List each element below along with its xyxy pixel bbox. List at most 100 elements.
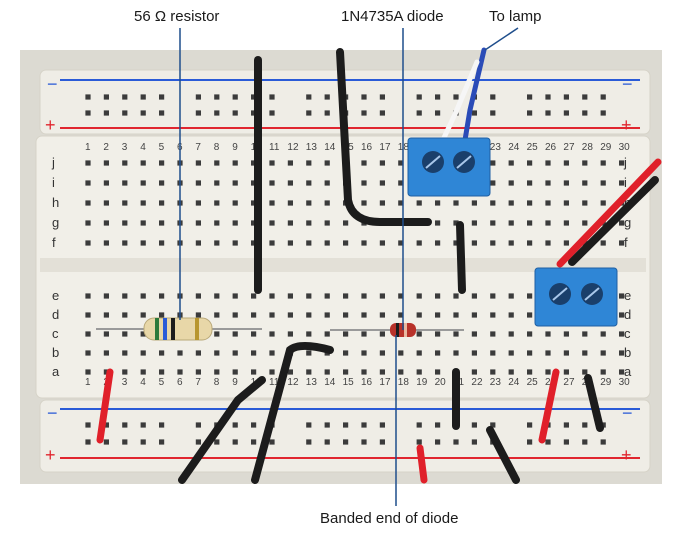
breadboard-hole — [287, 160, 293, 166]
breadboard-hole — [140, 293, 146, 299]
breadboard-hole — [214, 369, 220, 375]
row-letter: f — [624, 235, 628, 250]
breadboard-hole — [232, 160, 238, 166]
breadboard-hole — [490, 369, 496, 375]
breadboard-hole — [214, 240, 220, 246]
breadboard-hole — [527, 240, 533, 246]
breadboard-hole — [527, 331, 533, 337]
breadboard-hole — [251, 240, 257, 246]
breadboard-hole — [103, 94, 109, 100]
breadboard-hole — [563, 350, 569, 356]
breadboard-hole — [508, 240, 514, 246]
breadboard-hole — [490, 240, 496, 246]
breadboard-hole — [527, 200, 533, 206]
row-letter: f — [52, 235, 56, 250]
breadboard-hole — [214, 439, 220, 445]
breadboard-hole — [122, 439, 128, 445]
breadboard-hole — [619, 369, 625, 375]
breadboard-hole — [508, 350, 514, 356]
column-number: 11 — [269, 377, 280, 388]
breadboard-hole — [490, 160, 496, 166]
breadboard-hole — [490, 180, 496, 186]
breadboard-hole — [398, 240, 404, 246]
breadboard-hole — [600, 94, 606, 100]
breadboard-hole — [269, 180, 275, 186]
breadboard-hole — [600, 350, 606, 356]
breadboard-hole — [195, 369, 201, 375]
breadboard-hole — [159, 312, 165, 318]
breadboard-hole — [159, 439, 165, 445]
breadboard-hole — [85, 369, 91, 375]
breadboard-hole — [324, 94, 330, 100]
breadboard-hole — [122, 200, 128, 206]
breadboard-hole — [324, 312, 330, 318]
row-letter: c — [52, 326, 59, 341]
breadboard-hole — [140, 331, 146, 337]
breadboard-hole — [582, 422, 588, 428]
breadboard-hole — [379, 110, 385, 116]
breadboard-hole — [435, 422, 441, 428]
breadboard-hole — [232, 293, 238, 299]
breadboard-hole — [122, 94, 128, 100]
breadboard-hole — [214, 312, 220, 318]
breadboard-hole — [490, 220, 496, 226]
breadboard-hole — [582, 94, 588, 100]
breadboard-hole — [600, 439, 606, 445]
row-letter: c — [624, 326, 631, 341]
breadboard-hole — [343, 293, 349, 299]
breadboard-hole — [379, 160, 385, 166]
lamp-callout-line — [484, 27, 519, 51]
column-number: 25 — [527, 377, 539, 388]
breadboard-hole — [159, 422, 165, 428]
resistor-callout-label: 56 Ω resistor — [134, 8, 220, 25]
breadboard-hole — [214, 350, 220, 356]
breadboard-hole — [582, 331, 588, 337]
column-number: 1 — [85, 142, 91, 153]
breadboard-hole — [195, 110, 201, 116]
row-letter: j — [623, 155, 627, 170]
breadboard-hole — [343, 369, 349, 375]
breadboard-hole — [398, 200, 404, 206]
rail-minus-sign: − — [622, 403, 633, 423]
breadboard-hole — [545, 110, 551, 116]
breadboard-hole — [379, 94, 385, 100]
breadboard-hole — [453, 350, 459, 356]
breadboard-hole — [324, 369, 330, 375]
breadboard-hole — [453, 439, 459, 445]
breadboard-hole — [416, 110, 422, 116]
breadboard-hole — [85, 94, 91, 100]
breadboard-hole — [306, 331, 312, 337]
breadboard-hole — [140, 220, 146, 226]
breadboard-hole — [582, 350, 588, 356]
breadboard-hole — [159, 160, 165, 166]
column-number: 12 — [287, 142, 299, 153]
breadboard-hole — [140, 160, 146, 166]
breadboard-hole — [232, 240, 238, 246]
breadboard-hole — [251, 350, 257, 356]
breadboard-hole — [195, 240, 201, 246]
breadboard-hole — [361, 180, 367, 186]
column-number: 7 — [195, 142, 201, 153]
breadboard-hole — [619, 331, 625, 337]
breadboard-hole — [214, 180, 220, 186]
breadboard-hole — [85, 331, 91, 337]
breadboard-hole — [140, 180, 146, 186]
breadboard-hole — [435, 312, 441, 318]
breadboard-hole — [232, 350, 238, 356]
row-letter: e — [624, 288, 631, 303]
breadboard-hole — [435, 94, 441, 100]
breadboard-hole — [379, 293, 385, 299]
breadboard-hole — [306, 94, 312, 100]
breadboard-hole — [416, 312, 422, 318]
breadboard-hole — [122, 160, 128, 166]
breadboard-hole — [269, 94, 275, 100]
breadboard-hole — [195, 422, 201, 428]
breadboard-hole — [103, 422, 109, 428]
banded-end-callout-label: Banded end of diode — [320, 510, 459, 527]
breadboard-hole — [361, 160, 367, 166]
lamp-callout-label: To lamp — [489, 8, 542, 25]
breadboard-hole — [122, 220, 128, 226]
breadboard-hole — [324, 422, 330, 428]
breadboard-hole — [471, 200, 477, 206]
row-letter: e — [52, 288, 59, 303]
